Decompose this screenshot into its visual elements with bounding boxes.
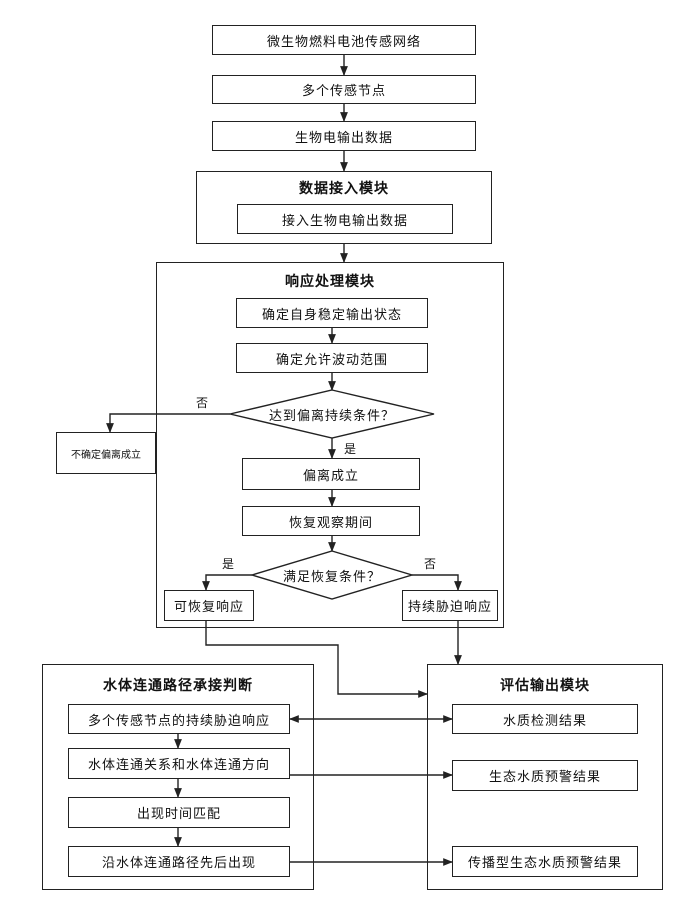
deviation-yes-label: 是 — [344, 440, 356, 457]
access-item-label: 接入生物电输出数据 — [282, 210, 408, 229]
deviation-condition-text: 达到偏离持续条件？ — [240, 404, 424, 424]
steady-state-label: 确定自身稳定输出状态 — [262, 304, 402, 323]
persistent-stress-label: 持续胁迫响应 — [408, 596, 492, 615]
sensor-nodes-box: 多个传感节点 — [212, 75, 476, 104]
access-item-box: 接入生物电输出数据 — [237, 204, 453, 234]
allowed-range-box: 确定允许波动范围 — [236, 343, 428, 373]
recovery-observation-label: 恢复观察期间 — [289, 512, 373, 531]
water-item-1: 多个传感节点的持续胁迫响应 — [68, 704, 290, 734]
bio-output-box: 生物电输出数据 — [212, 121, 476, 151]
water-connectivity-title: 水体连通路径承接判断 — [43, 675, 313, 695]
sensor-nodes-label: 多个传感节点 — [302, 80, 386, 99]
water-item-2-label: 水体连通关系和水体连通方向 — [88, 754, 270, 773]
eval-item-1: 水质检测结果 — [452, 704, 638, 734]
water-item-1-label: 多个传感节点的持续胁迫响应 — [88, 710, 270, 729]
deviation-no-label: 否 — [196, 394, 208, 411]
recovery-observation-box: 恢复观察期间 — [242, 506, 420, 536]
water-item-3: 出现时间匹配 — [68, 797, 290, 828]
deviation-established-box: 偏离成立 — [242, 458, 420, 490]
recoverable-response-box: 可恢复响应 — [164, 590, 254, 621]
sensor-network-box: 微生物燃料电池传感网络 — [212, 25, 476, 55]
water-item-4-label: 沿水体连通路径先后出现 — [102, 852, 256, 871]
water-item-3-label: 出现时间匹配 — [137, 803, 221, 822]
eval-item-1-label: 水质检测结果 — [503, 710, 587, 729]
eval-item-3: 传播型生态水质预警结果 — [452, 846, 638, 877]
eval-item-2: 生态水质预警结果 — [452, 760, 638, 791]
persistent-stress-box: 持续胁迫响应 — [402, 590, 498, 621]
steady-state-box: 确定自身稳定输出状态 — [236, 298, 428, 328]
recovery-no-label: 否 — [424, 555, 436, 572]
sensor-network-label: 微生物燃料电池传感网络 — [267, 31, 421, 50]
bio-output-label: 生物电输出数据 — [295, 127, 393, 146]
not-established-label: 不确定偏离成立 — [71, 446, 141, 461]
allowed-range-label: 确定允许波动范围 — [276, 349, 388, 368]
eval-item-3-label: 传播型生态水质预警结果 — [468, 852, 622, 871]
response-title: 响应处理模块 — [157, 271, 503, 291]
recovery-condition-text: 满足恢复条件？ — [262, 565, 402, 585]
recoverable-response-label: 可恢复响应 — [174, 596, 244, 615]
water-item-2: 水体连通关系和水体连通方向 — [68, 748, 290, 779]
evaluation-output-title: 评估输出模块 — [428, 675, 662, 695]
not-established-box: 不确定偏离成立 — [56, 432, 156, 474]
deviation-established-label: 偏离成立 — [303, 465, 359, 484]
water-item-4: 沿水体连通路径先后出现 — [68, 846, 290, 877]
data-access-title: 数据接入模块 — [197, 178, 491, 198]
eval-item-2-label: 生态水质预警结果 — [489, 766, 601, 785]
data-access-module: 数据接入模块 接入生物电输出数据 — [196, 171, 492, 244]
recovery-yes-label: 是 — [222, 555, 234, 572]
